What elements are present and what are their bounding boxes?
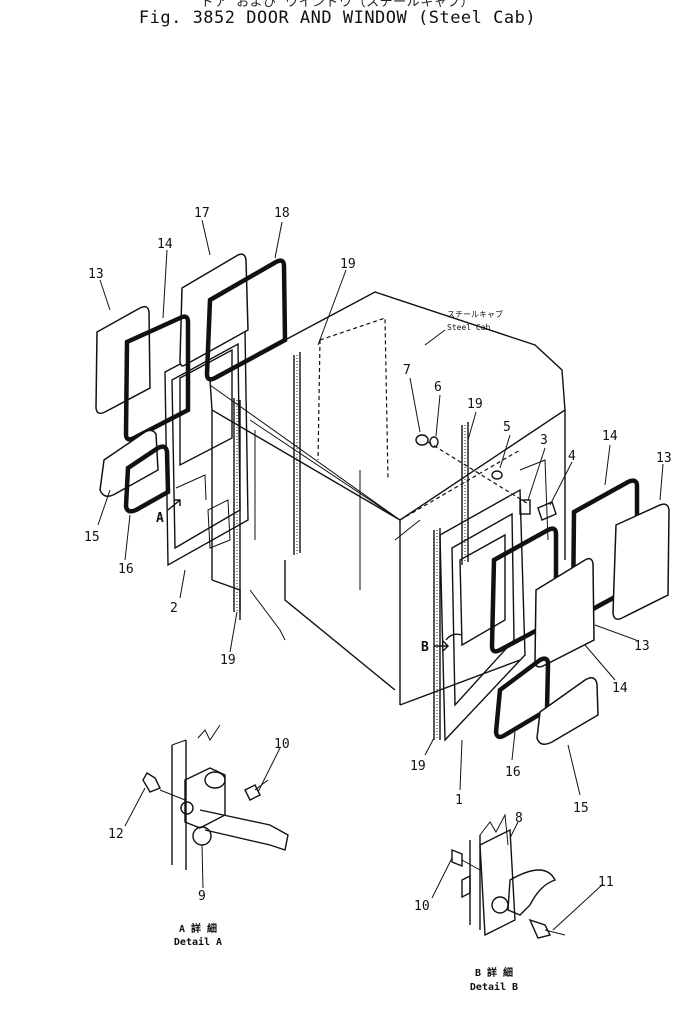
bolt-10b	[451, 848, 463, 868]
detail-a-drawing	[142, 724, 289, 870]
callout-19-right-bottom: 19	[410, 759, 426, 774]
callout-10-detail-a: 10	[274, 737, 290, 752]
callout-2: 2	[170, 601, 178, 616]
callout-15-left: 15	[84, 530, 100, 545]
callout-16-left: 16	[118, 562, 134, 577]
detail-a-caption-en: Detail A	[174, 936, 222, 948]
callout-9: 9	[198, 889, 206, 904]
washer-6	[429, 436, 439, 448]
left-door-assembly	[95, 253, 288, 567]
left-small-glass	[99, 429, 159, 497]
marker-b-letter: B	[421, 640, 429, 655]
left-upper-seal	[204, 258, 288, 382]
callout-18: 18	[274, 206, 290, 221]
callout-12: 12	[108, 827, 124, 842]
callout-3: 3	[540, 433, 548, 448]
leader-lines	[97, 219, 664, 931]
callout-19-top-left: 19	[340, 257, 356, 272]
marker-b: B	[421, 633, 463, 655]
callout-17: 17	[194, 206, 210, 221]
steel-cab-label: スチールキャブ Steel Cab	[424, 309, 503, 346]
callout-15-right: 15	[573, 801, 589, 816]
bolt-10a	[244, 784, 261, 801]
callout-13-right-top: 13	[656, 451, 672, 466]
figure-title: Fig. 3852 DOOR AND WINDOW (Steel Cab)	[138, 8, 537, 28]
callout-11: 11	[598, 875, 614, 890]
callout-10-detail-b: 10	[414, 899, 430, 914]
washer-5	[491, 470, 503, 480]
left-small-seal	[123, 444, 171, 514]
right-upper-glass	[612, 503, 670, 620]
steel-cab-body	[209, 291, 566, 706]
detail-b-caption-en: Detail B	[470, 981, 518, 993]
detail-b-drawing	[451, 813, 566, 939]
callout-14-left: 14	[157, 237, 173, 252]
detail-a-caption: A 詳 細 Detail A	[174, 922, 222, 948]
callout-19-bottom-left: 19	[220, 653, 236, 668]
callout-14-right-top: 14	[602, 429, 618, 444]
callout-13-right-middle: 13	[634, 639, 650, 654]
right-door-assembly	[439, 478, 670, 745]
detail-a-caption-jp: A 詳 細	[179, 922, 217, 935]
callout-numbers: 13 14 17 18 19 15 16 2 19 7 6 19 5 3 4 1…	[84, 206, 672, 914]
callout-5: 5	[503, 420, 511, 435]
detail-b-caption: B 詳 細 Detail B	[470, 966, 518, 993]
nut-7	[415, 434, 429, 446]
hinge-3	[519, 499, 531, 515]
left-weatherstrips	[233, 352, 301, 612]
right-door-frame	[439, 488, 526, 742]
callout-19-right-top: 19	[467, 397, 483, 412]
steel-cab-label-en: Steel Cab	[447, 323, 491, 332]
screw-11	[528, 918, 552, 939]
callout-8: 8	[515, 811, 523, 826]
right-small-glass	[536, 677, 599, 745]
left-lower-seal	[123, 314, 191, 442]
callout-7: 7	[403, 363, 411, 378]
bolt-4	[537, 501, 557, 521]
hinge-parts	[415, 434, 557, 521]
left-upper-glass	[179, 253, 249, 367]
marker-a-letter: A	[156, 511, 164, 526]
callout-16-right: 16	[505, 765, 521, 780]
bolt-12	[142, 772, 161, 793]
marker-a: A	[156, 499, 181, 526]
right-weatherstrips	[433, 422, 469, 740]
callout-13-left: 13	[88, 267, 104, 282]
callout-6: 6	[434, 380, 442, 395]
left-lower-glass	[95, 305, 151, 415]
callout-14-right-middle: 14	[612, 681, 628, 696]
detail-b-caption-jp: B 詳 細	[475, 966, 513, 979]
steel-cab-label-jp: スチールキャブ	[447, 309, 503, 319]
figure-title-japanese: ドア および ウインドウ（スチールキャブ）	[200, 0, 475, 10]
callout-4: 4	[568, 449, 576, 464]
callout-1: 1	[455, 793, 463, 808]
right-middle-glass	[534, 557, 595, 668]
